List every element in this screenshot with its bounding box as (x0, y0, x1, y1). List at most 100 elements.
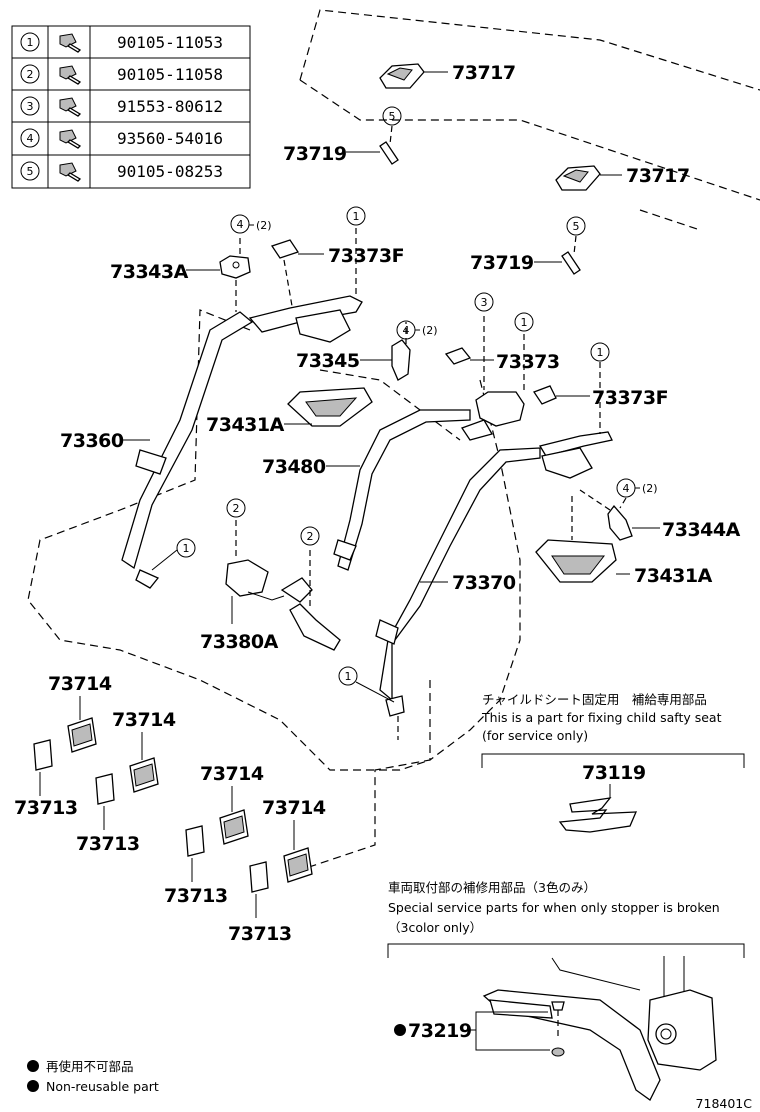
callout-73344a: 73344A (662, 519, 741, 541)
callout-73373f: 73373F (592, 387, 668, 409)
row-number-circle (20, 161, 40, 181)
legend-en: Non-reusable part (46, 1079, 159, 1094)
quantity-label: (2) (642, 482, 658, 495)
callout-73380a: 73380A (200, 631, 279, 653)
reference-bubble: 3 (474, 292, 494, 312)
reference-bubble: 5 (382, 106, 402, 126)
bubble-number: 4 (237, 218, 244, 231)
anchor-cover-73344A (579, 489, 660, 541)
callout-73480: 73480 (262, 456, 326, 478)
part-number: 91553-80612 (117, 97, 223, 116)
bubble-number: 1 (597, 346, 604, 359)
row-number-circle (20, 96, 40, 116)
headliner-clip-73717-upper (379, 63, 448, 89)
child-seat-note-en: This is a part for fixing child safty se… (481, 710, 722, 725)
callout-73360: 73360 (60, 430, 124, 452)
retractor-upper-left (248, 228, 363, 343)
cover-73373F-right (533, 385, 590, 405)
child-seat-bracket-box (481, 753, 745, 833)
reference-bubble: 1 (590, 342, 610, 362)
screw-icon (59, 162, 82, 182)
callout-73713: 73713 (228, 923, 292, 945)
screw-73719-left (346, 125, 399, 165)
child-seat-note-jp: チャイルドシート固定用 補給専用部品 (482, 692, 707, 707)
bubble-number: 1 (521, 316, 528, 329)
tray-73431A-right (535, 496, 630, 583)
bracket-pair-2 (95, 732, 159, 830)
callout-73345: 73345 (296, 350, 360, 372)
fastener-row: 1 90105-11053 (20, 32, 223, 53)
callout-73714: 73714 (112, 709, 176, 731)
buckle-73380A (225, 520, 341, 651)
bubble-number: 2 (307, 530, 314, 543)
reference-bubble: 4 (616, 478, 636, 498)
callout-73717: 73717 (626, 165, 690, 187)
reference-bubble: 2 (226, 498, 246, 518)
row-number-circle (20, 128, 40, 148)
reference-bubble: 4 (396, 320, 416, 340)
child-seat-note-en-2: (for service only) (482, 728, 588, 743)
callout-73714: 73714 (262, 797, 326, 819)
reference-bubble: 1 (346, 206, 366, 226)
callout-73714: 73714 (200, 763, 264, 785)
row-number: 5 (27, 165, 34, 178)
bubble-number: 5 (389, 110, 396, 123)
quantity-label: (2) (256, 219, 272, 232)
row-number: 3 (27, 100, 34, 113)
reference-bubble: 5 (566, 216, 586, 236)
bracket-pair-1 (33, 696, 97, 796)
bubble-number: 1 (345, 670, 352, 683)
part-number: 90105-08253 (117, 162, 223, 181)
bubble-number: 4 (403, 324, 410, 337)
row-number: 4 (27, 132, 34, 145)
reference-bubble: 4 (230, 214, 250, 234)
fastener-row: 5 90105-08253 (20, 161, 223, 182)
bubble-number: 1 (353, 210, 360, 223)
row-number: 1 (27, 36, 34, 49)
callout-73373f: 73373F (328, 245, 404, 267)
callout-73713: 73713 (14, 797, 78, 819)
bubble-number: 3 (481, 296, 488, 309)
trim-73345 (360, 322, 411, 381)
callout-73219: 73219 (408, 1020, 472, 1042)
headliner-clip-73717-lower (555, 165, 622, 191)
screw-73719-right (534, 235, 581, 275)
callout-73343a: 73343A (110, 261, 189, 283)
bubble-number: 4 (623, 482, 630, 495)
belt-73480 (326, 409, 471, 571)
stopper-box (387, 943, 745, 1101)
non-reusable-dot-73219 (394, 1024, 406, 1036)
cover-73373 (444, 347, 494, 365)
screw-icon (59, 33, 82, 53)
bracket-pair-3 (185, 786, 249, 882)
row-number-circle (20, 64, 40, 84)
callout-73119: 73119 (582, 762, 646, 784)
callout-73719: 73719 (470, 252, 534, 274)
stopper-note-en-2: （3color only） (388, 920, 482, 935)
retractor-center (461, 316, 525, 441)
reference-bubble: 2 (300, 526, 320, 546)
quantity-label: (2) (422, 324, 438, 337)
legend (27, 1024, 406, 1092)
screw-icon (59, 129, 82, 149)
screw-icon (59, 97, 82, 117)
screw-icon (59, 65, 82, 85)
bubble-number: 2 (233, 502, 240, 515)
bubble-number: 1 (183, 542, 190, 555)
anchor-cover-73343A (186, 238, 251, 312)
callout-73713: 73713 (76, 833, 140, 855)
belt-73360 (121, 311, 254, 589)
stopper-note-en: Special service parts for when only stop… (388, 900, 720, 915)
callout-73370: 73370 (452, 572, 516, 594)
part-number: 90105-11053 (117, 33, 223, 52)
part-number: 90105-11058 (117, 65, 223, 84)
row-number: 2 (27, 68, 34, 81)
callout-73719: 73719 (283, 143, 347, 165)
tray-73431A-left (284, 387, 373, 427)
callout-73431a: 73431A (206, 414, 285, 436)
reference-bubble: 1 (338, 666, 358, 686)
callout-73713: 73713 (164, 885, 228, 907)
reference-bubble: 1 (514, 312, 534, 332)
legend-jp: 再使用不可部品 (46, 1059, 134, 1074)
